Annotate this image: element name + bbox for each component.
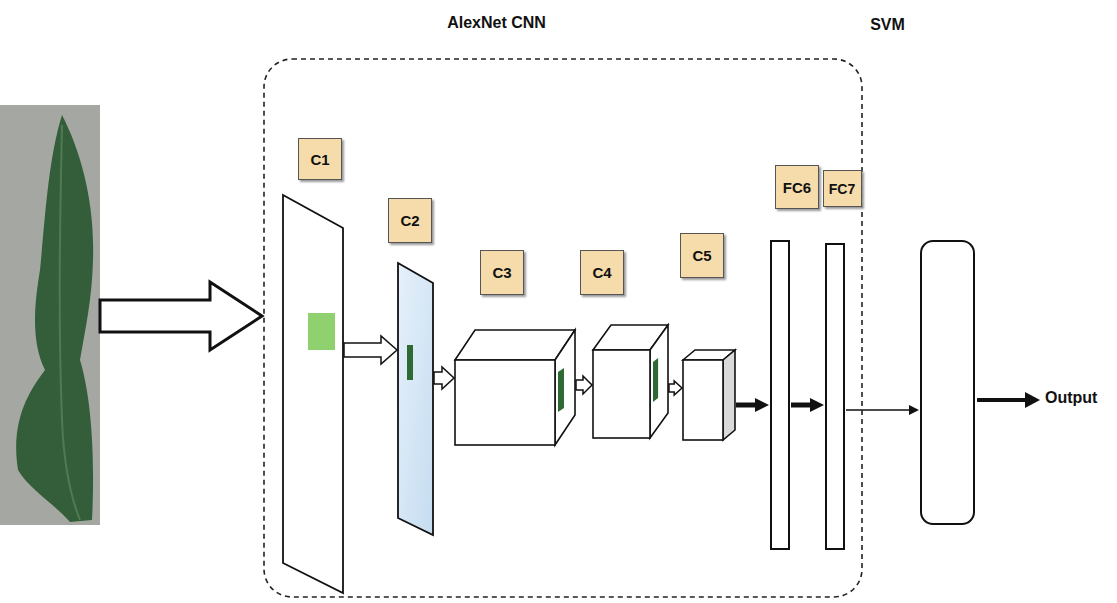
fc-bar (826, 244, 844, 549)
fc-bar (771, 241, 789, 549)
layer-name: FC6 (783, 179, 811, 196)
kernel-window (653, 358, 658, 402)
feature-map (398, 263, 433, 535)
conv-layer: C3 (455, 250, 577, 447)
cube-top (455, 330, 575, 360)
conv-layer: C1 (283, 138, 345, 595)
fc-layer: FC7 (823, 170, 861, 552)
cube-side (555, 330, 575, 445)
layer-tag: C1 (298, 138, 342, 180)
feature-map (283, 195, 343, 593)
output-arrowhead (1025, 392, 1040, 408)
flow-arrow (791, 403, 810, 408)
layer-shape (593, 325, 668, 438)
layer-shape (683, 350, 735, 440)
hollow-arrow (344, 336, 397, 364)
flow-arrow (736, 403, 755, 408)
output-arrow (977, 398, 1028, 402)
layer-tag: C4 (580, 250, 624, 295)
kernel-window (308, 313, 335, 350)
cube-side (723, 350, 735, 440)
leaf-vein (60, 125, 80, 520)
layer-name: C5 (692, 247, 711, 264)
layer-shape (283, 195, 343, 593)
dashed-boundary (264, 59, 862, 597)
cube-front (683, 360, 723, 440)
layer-tag: C2 (388, 198, 432, 243)
layer-shape (770, 240, 790, 550)
svm-box (921, 241, 974, 524)
layer-tag: C3 (480, 250, 524, 295)
fc-layer: FC6 (768, 165, 820, 552)
layer-name: C3 (492, 264, 511, 281)
layer-shape (825, 243, 845, 550)
conv-layer: C5 (680, 233, 736, 443)
layer-name: C2 (400, 212, 419, 229)
layer-shape (920, 240, 975, 525)
svm-classifier: SVM (865, 12, 977, 527)
kernel-window (407, 345, 413, 380)
layer-name: C1 (310, 151, 329, 168)
layer-tag: C5 (680, 233, 724, 278)
output-label: Output (1045, 389, 1097, 407)
photo-background (0, 105, 100, 525)
layer-shape (398, 263, 433, 535)
cube-front (455, 360, 555, 445)
flow-arrow (846, 409, 909, 411)
layer-name: AlexNet CNN (447, 14, 546, 32)
cube-side (650, 325, 668, 438)
heading-text: AlexNet CNN (445, 8, 548, 38)
heading-text: SVM (868, 12, 907, 38)
input-arrow (100, 282, 262, 350)
cube-front (593, 350, 650, 438)
layer-shape (455, 330, 575, 445)
conv-layer: C2 (388, 198, 436, 538)
layer-name: SVM (870, 16, 905, 34)
hollow-arrow (434, 367, 454, 389)
hollow-arrow (576, 376, 592, 394)
network-region: AlexNet CNN C1C2C3 C4 C5 FC6 FC7 (263, 8, 863, 600)
conv-layer: C4 (580, 250, 670, 440)
layer-name: FC7 (829, 181, 855, 197)
kernel-window (558, 368, 564, 412)
layer-tag: FC6 (775, 165, 819, 209)
leaf-image (16, 115, 93, 522)
hollow-arrow (669, 381, 682, 395)
layer-name: C4 (592, 264, 611, 281)
layer-tag: FC7 (823, 170, 862, 207)
